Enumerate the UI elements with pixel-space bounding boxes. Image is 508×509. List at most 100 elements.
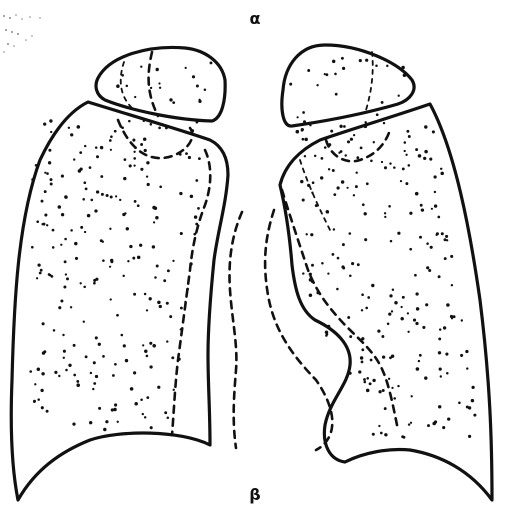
stipple-dot xyxy=(444,257,447,260)
stipple-dot xyxy=(409,248,412,251)
stipple-dot xyxy=(362,203,365,206)
stipple-dot xyxy=(122,275,124,277)
stipple-dot xyxy=(109,228,111,230)
stipple-dot xyxy=(179,153,182,156)
stipple-dot xyxy=(408,423,410,425)
stipple-dot xyxy=(44,172,46,174)
stipple-dot xyxy=(400,317,403,320)
stipple-dot xyxy=(419,236,422,239)
stipple-dot xyxy=(347,140,350,143)
stipple-dot xyxy=(347,187,349,189)
stipple-dot xyxy=(340,150,343,153)
stipple-dot xyxy=(95,146,98,149)
stipple-dot xyxy=(389,162,391,164)
stipple-dot xyxy=(342,243,345,246)
stipple-dot xyxy=(92,388,94,390)
stipple-dot xyxy=(50,131,52,133)
stipple-dot xyxy=(127,260,129,262)
stipple-dot xyxy=(404,150,406,152)
stipple-dot xyxy=(403,73,407,77)
stipple-dot xyxy=(321,262,324,265)
stipple-dot xyxy=(33,401,35,403)
stipple-dot xyxy=(37,398,40,401)
stipple-dot xyxy=(391,387,393,389)
stipple-dot xyxy=(416,367,420,371)
stipple-dot xyxy=(426,266,429,269)
stipple-dot xyxy=(188,156,191,159)
stipple-dot xyxy=(309,124,311,126)
stipple-dot xyxy=(356,156,359,159)
stipple-dot xyxy=(149,365,152,368)
stipple-dot xyxy=(31,178,34,181)
stipple-dot xyxy=(358,370,361,373)
stipple-dot xyxy=(341,265,344,268)
label-top: α xyxy=(250,9,261,28)
stipple-dot xyxy=(410,422,412,424)
stipple-dot xyxy=(311,264,314,267)
stipple-dot xyxy=(303,120,306,123)
stipple-dot xyxy=(41,372,44,375)
stipple-dot xyxy=(401,66,405,70)
stipple-dot xyxy=(110,149,112,151)
stipple-dot xyxy=(383,122,385,124)
stipple-dot xyxy=(434,420,437,423)
stipple-dot xyxy=(446,303,450,307)
stipple-dot xyxy=(302,111,305,114)
stipple-dot xyxy=(133,164,135,166)
stipple-dot xyxy=(334,73,337,76)
right-lung-fissure-dash xyxy=(300,160,330,230)
stipple-dot xyxy=(419,354,422,357)
stipple-dot xyxy=(105,420,108,423)
scan-noise xyxy=(3,14,41,53)
stipple-dot xyxy=(157,301,160,304)
stipple-dot xyxy=(446,372,449,375)
stipple-dot xyxy=(381,335,384,338)
stipple-dot xyxy=(95,375,98,378)
stipple-dot xyxy=(133,371,136,374)
stipple-dot xyxy=(115,195,117,197)
stipple-dot xyxy=(320,176,323,179)
stipple-dot xyxy=(159,87,161,89)
stipple-dot xyxy=(386,65,388,67)
stipple-dot xyxy=(195,179,198,182)
stipple-dot xyxy=(189,262,192,265)
stipple-dot xyxy=(134,96,136,98)
stipple-dot xyxy=(82,198,85,201)
stipple-dot xyxy=(63,350,66,353)
stipple-dot xyxy=(144,416,146,418)
stipple-dot xyxy=(80,282,82,284)
stipple-dot xyxy=(316,291,320,295)
stipple-dot xyxy=(93,361,96,364)
stipple-dot xyxy=(302,198,305,201)
stipple-dot xyxy=(129,164,132,167)
stipple-dot xyxy=(78,169,81,172)
stipple-dot xyxy=(341,180,345,184)
stipple-dot xyxy=(130,387,134,391)
stipple-dot xyxy=(447,417,450,420)
stipple-dot xyxy=(314,155,316,157)
stipple-dot xyxy=(116,84,120,88)
stipple-dot xyxy=(46,224,48,226)
stipple-dot xyxy=(87,214,91,218)
stipple-dot xyxy=(400,180,402,182)
stipple-dot xyxy=(137,204,140,207)
stipple-dot xyxy=(437,216,440,219)
stipple-dot xyxy=(353,134,355,136)
stipple-dot xyxy=(415,322,418,325)
stipple-dot xyxy=(304,138,307,141)
stipple-dot xyxy=(366,389,370,393)
stipple-dot xyxy=(434,191,436,193)
stipple-dot xyxy=(65,196,67,198)
stipple-dot xyxy=(440,172,444,176)
stipple-dot xyxy=(149,297,152,300)
stipple-dot xyxy=(158,82,160,84)
stipple-dot xyxy=(193,233,196,236)
stipple-dot xyxy=(100,146,103,149)
stipple-dot xyxy=(337,257,340,260)
stipple-dot xyxy=(427,424,430,427)
stipple-dot xyxy=(76,383,80,387)
stipple-dot xyxy=(197,207,200,210)
stipple-dot xyxy=(405,182,408,185)
stipple-dot xyxy=(74,242,77,245)
stipple-dot xyxy=(192,75,195,78)
